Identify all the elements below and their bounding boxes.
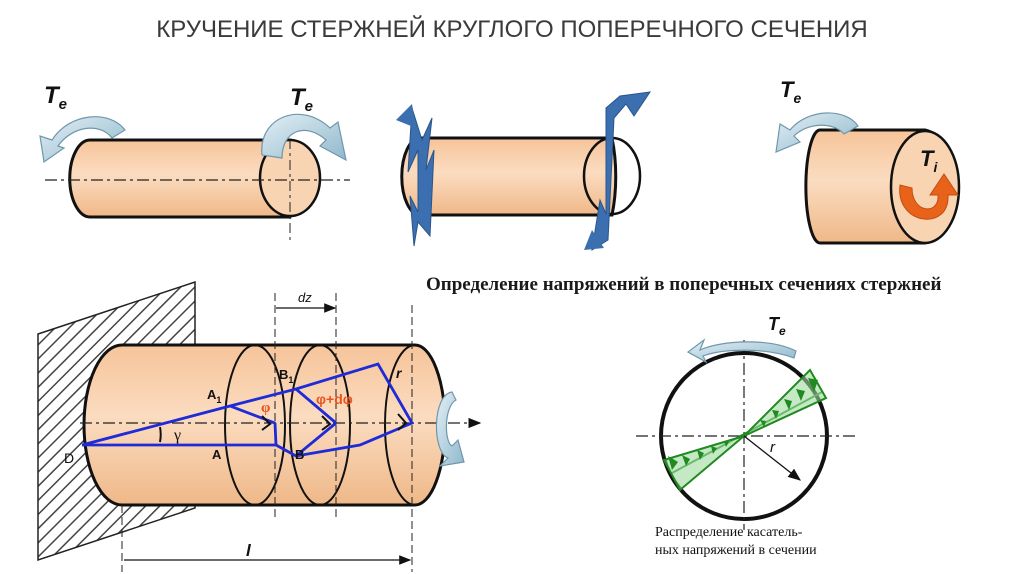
label-dz: dz — [298, 290, 312, 305]
figure-4-shaft: dz l A1 B1 A B D φ φ+dφ γ r — [37, 280, 482, 572]
figure-3-cylinder: Te Ti — [775, 77, 961, 245]
torque-arrow-left-icon — [39, 116, 126, 164]
section-torque-arrow-icon — [686, 338, 797, 364]
angle-mark-gamma — [159, 426, 162, 443]
internal-torque-arrow-icon — [899, 173, 959, 220]
stress-arrowhead-left-top-icon — [396, 104, 416, 128]
caption-line-1: Распределение касатель- — [655, 525, 803, 540]
label-D: D — [64, 450, 74, 466]
stress-arrowhead-right-bottom-icon — [584, 230, 604, 250]
label-phi: φ — [261, 400, 270, 416]
stress-caption: Распределение касатель- ных напряжений в… — [655, 524, 915, 560]
section-arc-1b — [254, 344, 286, 506]
label-B: B — [295, 447, 304, 462]
stress-triangle-lower — [662, 435, 745, 492]
label-B1: B1 — [279, 367, 293, 385]
page-title: КРУЧЕНИЕ СТЕРЖНЕЙ КРУГЛОГО ПОПЕРЕЧНОГО С… — [156, 16, 868, 43]
figure-2-cylinder — [396, 91, 652, 252]
section-arc-1 — [224, 344, 256, 506]
torque-arrow-right-icon — [261, 113, 347, 162]
label-r-section: r — [770, 439, 776, 456]
label-Te-right: Te — [290, 84, 313, 115]
angle-mark-phidphi — [321, 415, 332, 431]
radius-arrow — [743, 435, 802, 481]
stress-arrow-left-icon — [407, 107, 435, 247]
cylinder-end-3 — [889, 129, 961, 245]
figure-1-cylinder: Te Te — [39, 82, 350, 240]
figure-5-stress-circle: r Te — [636, 314, 855, 530]
shaft-body — [82, 343, 447, 507]
torque-arrow-fig3-icon — [775, 112, 859, 153]
label-Te-fig3: Te — [780, 77, 801, 106]
label-r-shaft: r — [396, 365, 403, 381]
section-subtitle: Определение напряжений в поперечных сече… — [426, 274, 942, 295]
stress-arrowheads-icon — [668, 378, 818, 470]
section-arc-2b — [319, 344, 351, 506]
label-Te-section: Te — [768, 314, 786, 338]
section-arc-3 — [384, 344, 416, 506]
label-A1: A1 — [207, 387, 221, 405]
stress-triangle-upper — [743, 368, 828, 437]
label-gamma: γ — [173, 427, 181, 444]
caption-line-2: ных напряжений в сечении — [655, 543, 817, 558]
angle-mark-end — [397, 413, 408, 431]
label-l: l — [246, 541, 252, 560]
end-torque-arrow-icon — [435, 391, 465, 467]
label-Te-left: Te — [44, 82, 67, 113]
section-arc-2 — [289, 344, 321, 506]
stress-arrow-right-icon — [591, 91, 652, 252]
label-phi-dphi: φ+dφ — [316, 391, 353, 407]
angle-mark-phi — [261, 415, 272, 431]
end-radius-lines — [295, 362, 415, 458]
label-Ti: Ti — [920, 146, 938, 175]
label-A: A — [212, 447, 222, 462]
